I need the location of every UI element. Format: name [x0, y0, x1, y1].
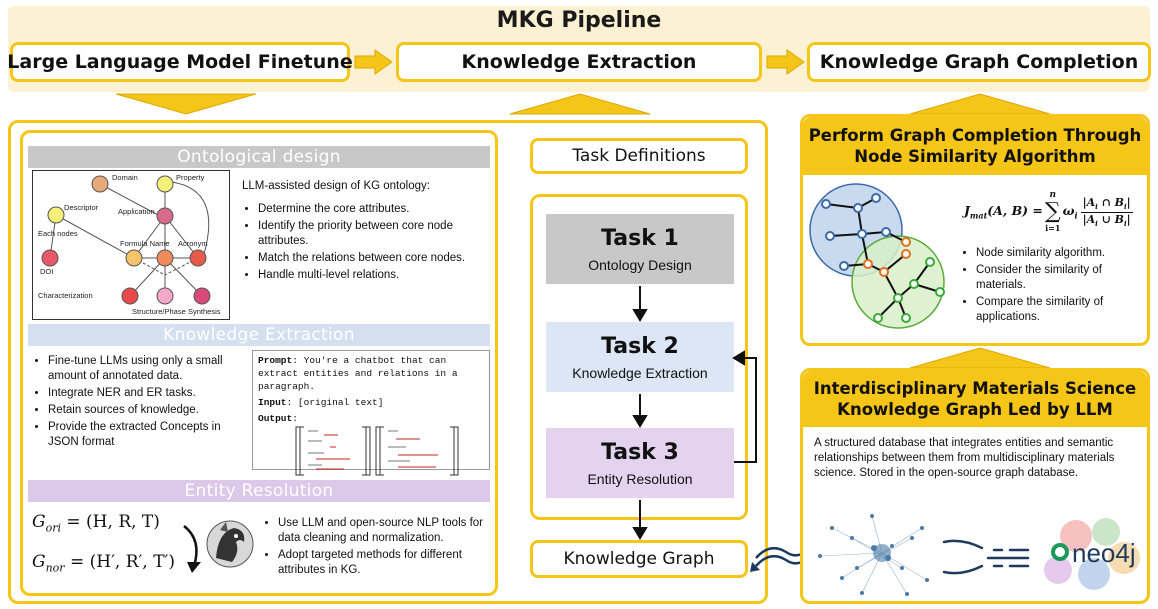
- neo4j-logo: neo4j: [1044, 518, 1140, 590]
- input-text: : [original text]: [286, 397, 384, 408]
- label-formula-name: Formula Name: [120, 239, 170, 248]
- task1-sub: Ontology Design: [588, 256, 692, 273]
- ontology-bullet: Match the relations between core nodes.: [258, 251, 492, 266]
- curved-arrow-icon: [183, 525, 201, 573]
- ontology-bullet: Handle multi-level relations.: [258, 268, 492, 283]
- interdisciplinary-header-line1: Interdisciplinary Materials Science: [813, 379, 1137, 398]
- input-label: Input: [258, 397, 287, 408]
- dash-connector-icon: [942, 539, 1030, 575]
- label-application: Application: [118, 207, 155, 216]
- label-each-nodes: Each nodes: [38, 229, 78, 238]
- ontology-bullet: Identify the priority between core node …: [258, 219, 492, 249]
- prompt-label: Prompt: [258, 355, 293, 366]
- label-property: Property: [176, 173, 205, 182]
- stage-finetune: Large Language Model Finetune: [7, 42, 353, 82]
- extraction-bullet: Retain sources of knowledge.: [48, 403, 244, 418]
- interdisciplinary-description: A structured database that integrates en…: [814, 437, 1115, 479]
- neo4j-text: neo4j: [1072, 538, 1136, 568]
- task1-box: Task 1 Ontology Design: [546, 214, 734, 284]
- equation-original: Gori = (H, R, T): [32, 512, 160, 535]
- completion-bullet: Consider the similarity of materials.: [976, 263, 1146, 293]
- interdisciplinary-panel: Interdisciplinary Materials Science Know…: [800, 368, 1150, 604]
- task3-sub: Entity Resolution: [587, 470, 693, 487]
- dragon-logo-icon: [206, 520, 254, 568]
- completion-bullet: Node similarity algorithm.: [976, 246, 1146, 261]
- label-characterization: Characterization: [38, 291, 93, 300]
- label-structure-phase: Structure/Phase: [132, 307, 186, 316]
- interdisciplinary-header: Interdisciplinary Materials Science Know…: [803, 371, 1147, 427]
- down-triangle-left: [115, 93, 257, 115]
- extraction-bullet: Provide the extracted Concepts in JSON f…: [48, 420, 244, 450]
- task2-box: Task 2 Knowledge Extraction: [546, 322, 734, 392]
- json-output-preview: [295, 426, 459, 476]
- interdisciplinary-header-line2: Knowledge Graph Led by LLM: [837, 400, 1113, 419]
- task-definitions-box: Task Definitions: [530, 138, 748, 174]
- resolution-bullets: Use LLM and open-source NLP tools for da…: [262, 516, 494, 580]
- knowledge-graph-box: Knowledge Graph: [530, 540, 748, 578]
- resolution-bullet: Adopt targeted methods for different att…: [278, 548, 494, 578]
- task3-title: Task 3: [601, 439, 679, 465]
- completion-header: Perform Graph Completion Through Node Si…: [803, 117, 1147, 175]
- up-triangle-center: [509, 93, 651, 115]
- stage-completion: Knowledge Graph Completion: [807, 42, 1151, 82]
- stage-extraction: Knowledge Extraction: [396, 42, 762, 82]
- ontology-header: Ontological design: [28, 146, 490, 168]
- similarity-graph: [809, 183, 945, 329]
- task3-box: Task 3 Entity Resolution: [546, 428, 734, 498]
- right-arrow-1: [354, 49, 393, 75]
- completion-header-line2: Node Similarity Algorithm: [854, 147, 1096, 166]
- network-cluster-icon: [818, 514, 929, 596]
- extraction-header: Knowledge Extraction: [28, 324, 490, 346]
- task1-title: Task 1: [601, 225, 679, 251]
- ontology-intro: LLM-assisted design of KG ontology:: [242, 180, 430, 192]
- output-label: Output: [258, 413, 293, 424]
- label-descriptor: Descriptor: [64, 203, 99, 212]
- jaccard-formula: Jmat(A, B) = n ∑ i=1 ωi |Ai ∩ Bi| |Ai ∪ …: [964, 190, 1133, 233]
- equation-normalized: Gnor = (H′, R′, T′): [32, 552, 176, 575]
- label-domain: Domain: [112, 173, 138, 182]
- task-flow-arrows: [632, 286, 757, 540]
- up-triangle-right-mid: [909, 347, 1051, 369]
- label-synthesis: Synthesis: [188, 307, 221, 316]
- up-triangle-right: [909, 93, 1051, 115]
- completion-bullets: Node similarity algorithm. Consider the …: [960, 246, 1146, 327]
- label-acronym: Acronym: [178, 239, 208, 248]
- extraction-bullets: Fine-tune LLMs using only a small amount…: [32, 354, 244, 452]
- completion-header-line1: Perform Graph Completion Through: [808, 126, 1142, 145]
- prompt-box: Prompt: You're a chatbot that can extrac…: [252, 350, 490, 476]
- task2-title: Task 2: [601, 333, 679, 359]
- label-doi: DOI: [40, 267, 53, 276]
- ontology-bullets: Determine the core attributes. Identify …: [242, 202, 492, 285]
- pipeline-title: MKG Pipeline: [496, 8, 662, 33]
- prompt-text: : You're a chatbot that can extract enti…: [258, 355, 458, 392]
- completion-bullet: Compare the similarity of applications.: [976, 295, 1146, 325]
- extraction-bullet: Integrate NER and ER tasks.: [48, 386, 244, 401]
- resolution-bullet: Use LLM and open-source NLP tools for da…: [278, 516, 494, 546]
- ontology-graph: Domain Property Descriptor Application E…: [32, 170, 230, 320]
- task2-sub: Knowledge Extraction: [572, 364, 708, 381]
- ontology-bullet: Determine the core attributes.: [258, 202, 492, 217]
- output-text: :: [292, 413, 298, 424]
- right-arrow-2: [766, 49, 805, 75]
- resolution-header: Entity Resolution: [28, 480, 490, 502]
- extraction-bullet: Fine-tune LLMs using only a small amount…: [48, 354, 244, 384]
